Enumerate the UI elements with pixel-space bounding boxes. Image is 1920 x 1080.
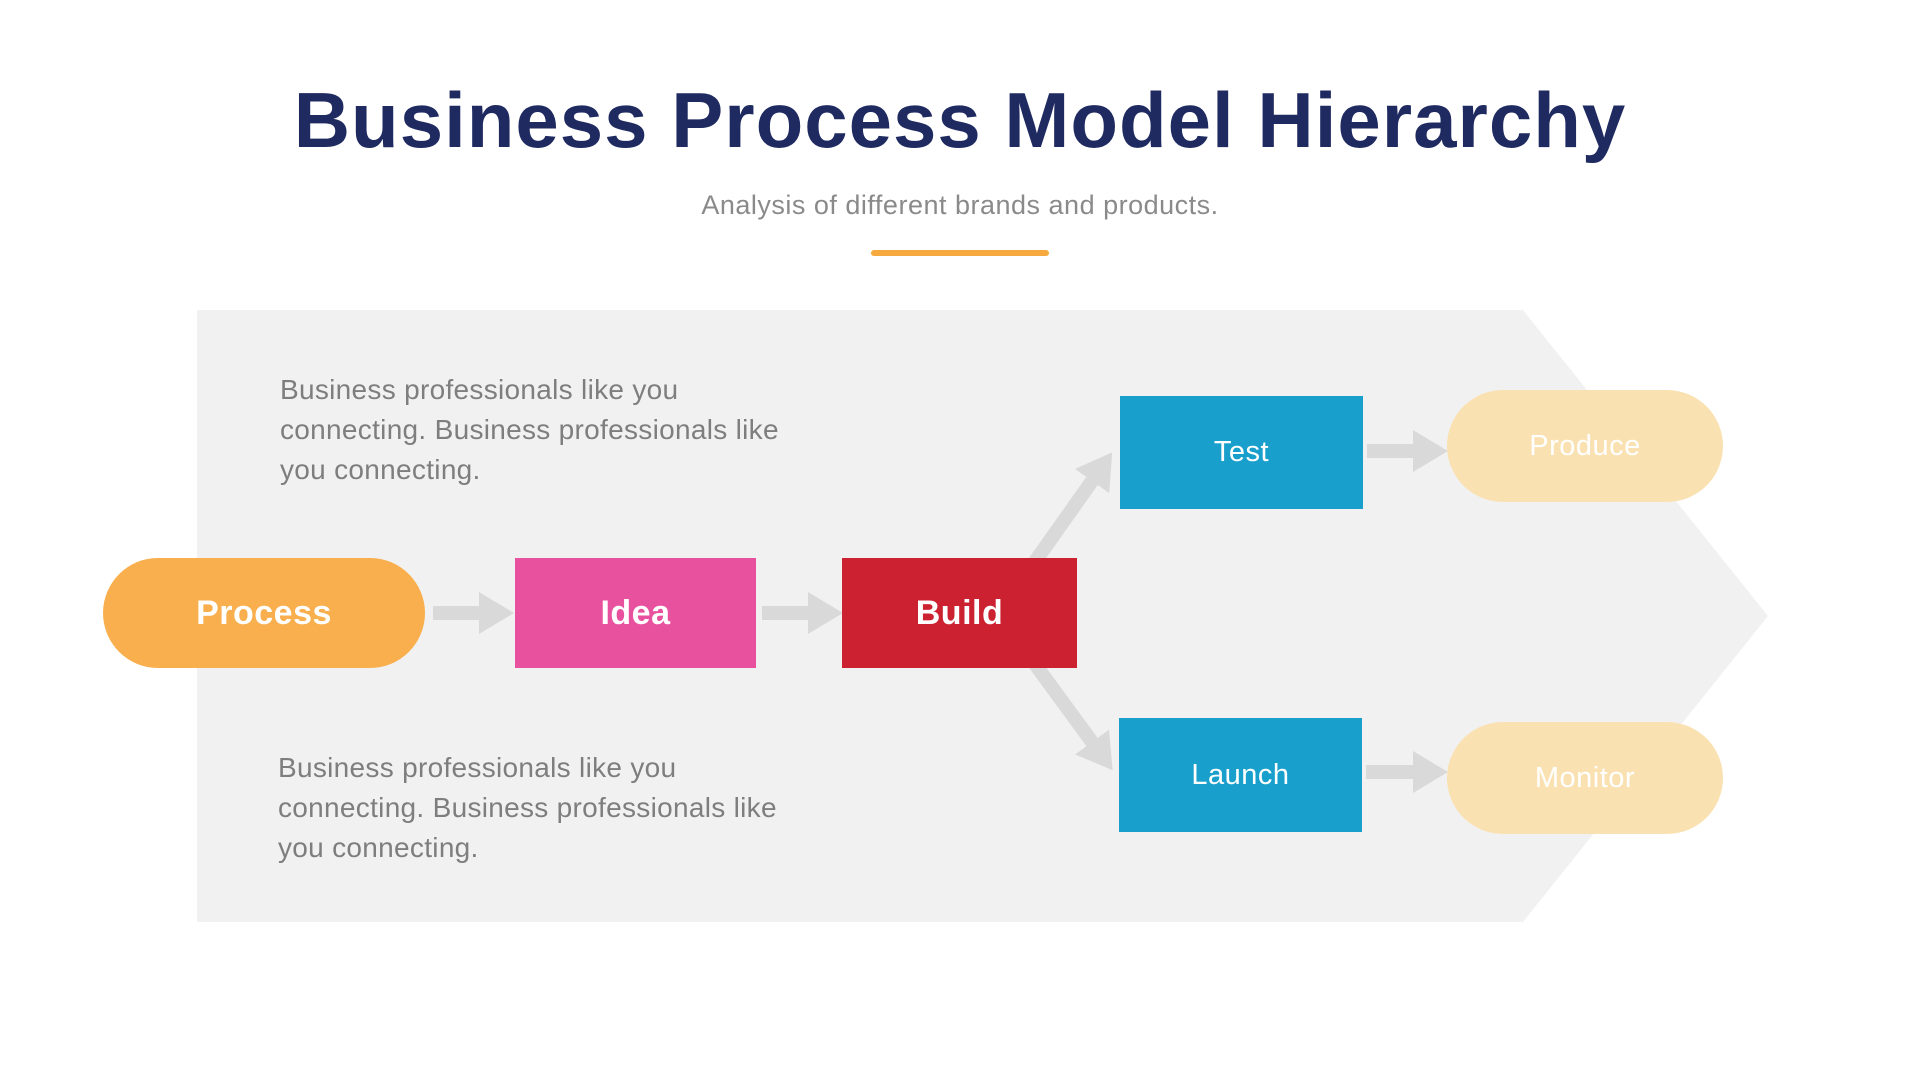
node-monitor-label: Monitor [1534, 761, 1636, 794]
node-launch: Launch [1119, 718, 1362, 832]
node-launch-label: Launch [1191, 758, 1290, 791]
page-title: Business Process Model Hierarchy [293, 76, 1627, 164]
node-produce-label: Produce [1529, 429, 1641, 462]
description-top-line-2: connecting. Business professionals like [280, 414, 779, 445]
description-bottom-line-2: connecting. Business professionals like [278, 792, 777, 823]
node-process: Process [103, 558, 425, 668]
description-top-line-1: Business professionals like you [280, 374, 679, 405]
node-build: Build [842, 558, 1077, 668]
description-top: Business professionals like you connecti… [280, 370, 779, 490]
node-monitor: Monitor [1447, 722, 1723, 834]
node-test: Test [1120, 396, 1363, 509]
subtitle-accent-underline [871, 250, 1049, 256]
description-bottom-line-3: you connecting. [278, 832, 479, 863]
page-subtitle: Analysis of different brands and product… [701, 190, 1219, 220]
description-bottom-line-1: Business professionals like you [278, 752, 677, 783]
node-produce: Produce [1447, 390, 1723, 502]
description-bottom: Business professionals like you connecti… [278, 748, 777, 868]
node-build-label: Build [915, 593, 1004, 632]
node-test-label: Test [1213, 436, 1270, 468]
description-top-line-3: you connecting. [280, 454, 481, 485]
node-idea: Idea [515, 558, 756, 668]
node-process-label: Process [196, 593, 332, 632]
node-idea-label: Idea [600, 593, 671, 632]
